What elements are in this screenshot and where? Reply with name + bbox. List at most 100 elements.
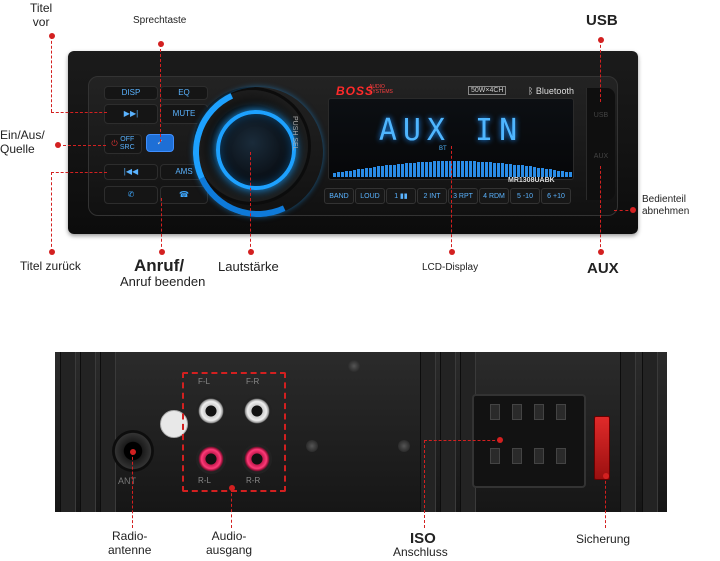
model-label: MR1308UABK xyxy=(508,177,555,184)
callout-line xyxy=(614,210,634,211)
callout-line xyxy=(51,36,52,112)
end-call-button[interactable]: ☎ xyxy=(160,186,208,204)
preset-button[interactable]: BAND xyxy=(324,188,354,204)
callout-line xyxy=(424,440,500,441)
prev-track-icon: |◀◀ xyxy=(123,166,139,176)
callout-line xyxy=(51,112,107,113)
preset-button[interactable]: 6 +10 xyxy=(541,188,571,204)
hangup-icon: ☎ xyxy=(179,189,189,199)
heatsink-fin xyxy=(80,352,96,512)
spectrum-bar xyxy=(521,165,524,177)
callout-dot xyxy=(598,249,604,255)
screw xyxy=(306,440,318,452)
spectrum-bar xyxy=(569,172,572,177)
callout-dot xyxy=(497,437,503,443)
callout-dot xyxy=(49,249,55,255)
volume-knob[interactable] xyxy=(216,110,296,190)
spectrum-bar xyxy=(333,173,336,177)
heatsink-fin xyxy=(100,352,116,512)
disp-button[interactable]: DISP xyxy=(104,86,158,100)
spectrum-bar xyxy=(393,165,396,177)
label-anruf-beenden: Anruf beenden xyxy=(120,274,206,289)
preset-button[interactable]: 2 INT xyxy=(417,188,447,204)
spectrum-bar xyxy=(529,166,532,177)
rca-rear-left-jack[interactable] xyxy=(196,444,226,474)
spectrum-bar xyxy=(409,163,412,177)
label-anruf: Anruf/ xyxy=(134,256,185,275)
audio-output-callout-box xyxy=(182,372,286,492)
spectrum-bar xyxy=(557,171,560,177)
eq-button[interactable]: EQ xyxy=(160,86,208,100)
callout-dot xyxy=(158,41,164,47)
spectrum-bar xyxy=(349,171,352,177)
spectrum-bar xyxy=(453,161,456,177)
spectrum-bar xyxy=(457,161,460,177)
iso-pin xyxy=(534,448,544,464)
spectrum-bar xyxy=(437,161,440,177)
usb-port-label: USB xyxy=(593,112,609,119)
lcd-text: AUX IN xyxy=(378,113,524,148)
prev-track-button[interactable]: |◀◀ xyxy=(104,164,158,180)
spectrum-bar xyxy=(537,168,540,177)
spectrum-bar xyxy=(473,161,476,177)
power-source-button[interactable]: ⏻ OFF SRC xyxy=(104,134,142,154)
callout-line xyxy=(132,452,133,528)
heatsink-fin xyxy=(60,352,76,512)
spectrum-bar xyxy=(461,161,464,177)
callout-line xyxy=(605,476,606,528)
spectrum-bar xyxy=(513,165,516,177)
spectrum-bar xyxy=(337,172,340,177)
next-track-button[interactable]: ▶▶| xyxy=(104,104,158,124)
spectrum-bar xyxy=(413,163,416,177)
spectrum-bar xyxy=(345,171,348,177)
spectrum-bar xyxy=(369,168,372,177)
callout-line xyxy=(451,146,452,252)
callout-line xyxy=(161,198,162,252)
spectrum-bar xyxy=(421,162,424,177)
rca-front-right-jack[interactable] xyxy=(242,396,272,426)
power-icon: ⏻ xyxy=(111,138,118,148)
spectrum-bar xyxy=(469,161,472,177)
push-sel-label: PUSH SEL xyxy=(291,116,298,151)
label-radioantenne: Radio- antenne xyxy=(108,529,152,557)
screw xyxy=(348,360,360,372)
spectrum-bar xyxy=(341,172,344,177)
callout-dot xyxy=(49,33,55,39)
spectrum-bar xyxy=(389,165,392,177)
spectrum-bar xyxy=(429,162,432,177)
preset-button[interactable]: LOUD xyxy=(355,188,385,204)
answer-call-button[interactable]: ✆ xyxy=(104,186,158,204)
rca-rear-right-jack[interactable] xyxy=(242,444,272,474)
preset-button[interactable]: 1 ▮▮ xyxy=(386,188,416,204)
power-rating-badge: 50W×4CH xyxy=(468,86,507,95)
label-usb: USB xyxy=(586,12,618,29)
aux-port-label: AUX xyxy=(593,153,609,160)
spectrum-bar xyxy=(505,164,508,177)
spectrum-bar xyxy=(441,161,444,177)
preset-button[interactable]: 5 -10 xyxy=(510,188,540,204)
rca-front-left-jack[interactable] xyxy=(196,396,226,426)
callout-line xyxy=(250,152,251,252)
label-iso-anschluss: Anschluss xyxy=(393,545,448,559)
spectrum-bar xyxy=(449,161,452,177)
callout-dot xyxy=(248,249,254,255)
spectrum-bar xyxy=(433,161,436,177)
spectrum-bar xyxy=(385,165,388,177)
preset-button[interactable]: 3 RPT xyxy=(448,188,478,204)
label-aux: AUX xyxy=(587,260,619,277)
spectrum-bar xyxy=(533,167,536,177)
spectrum-bar xyxy=(501,163,504,177)
label-titel-zurueck: Titel zurück xyxy=(20,259,81,273)
spectrum-bar xyxy=(465,161,468,177)
iso-pin xyxy=(490,404,500,420)
label-iso: ISO xyxy=(410,530,436,547)
spectrum-bar xyxy=(373,167,376,177)
spectrum-bar xyxy=(445,161,448,177)
fuse[interactable] xyxy=(594,416,610,480)
preset-button[interactable]: 4 RDM xyxy=(479,188,509,204)
callout-line xyxy=(160,44,161,142)
spectrum-bar xyxy=(401,164,404,177)
spectrum-bar xyxy=(485,162,488,177)
spectrum-bar xyxy=(493,163,496,177)
rca-label-fl: F-L xyxy=(198,377,210,386)
